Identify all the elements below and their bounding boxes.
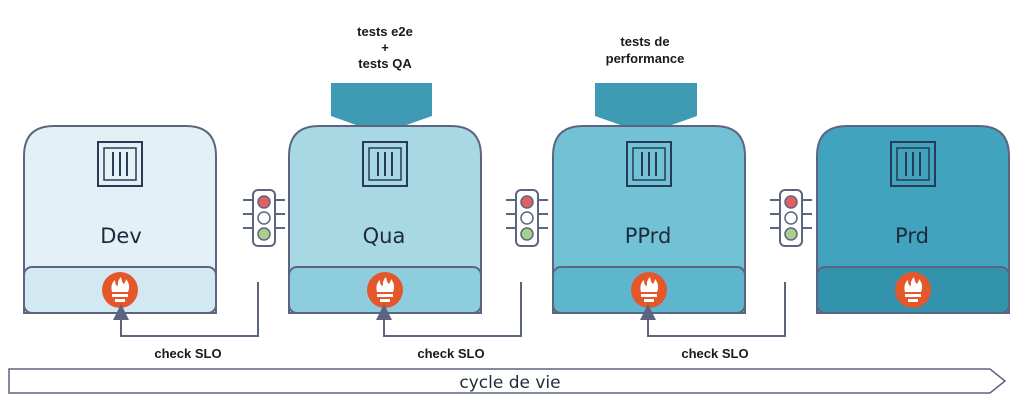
red-light xyxy=(784,195,798,209)
server-rack-icon xyxy=(97,141,143,187)
banner-arrow xyxy=(331,83,432,134)
env-name-prd: Prd xyxy=(895,224,929,248)
green-light xyxy=(520,227,534,241)
lifecycle-timeline-label: cycle de vie xyxy=(459,373,560,393)
banner-line-2: performance xyxy=(606,51,685,66)
prometheus-bar xyxy=(905,294,921,297)
check-slo-label: check SLO xyxy=(417,346,484,361)
amber-light xyxy=(257,211,271,225)
prometheus-bar xyxy=(380,299,390,302)
rack-inner xyxy=(368,147,402,181)
prometheus-icon xyxy=(367,272,403,308)
prometheus-flame xyxy=(111,277,130,292)
rack-inner xyxy=(103,147,137,181)
banner-arrow xyxy=(595,83,697,134)
server-rack-icon xyxy=(362,141,408,187)
amber-light xyxy=(520,211,534,225)
banner-line-2: + xyxy=(381,40,389,55)
prometheus-bar xyxy=(641,294,657,297)
prometheus-icon xyxy=(895,272,931,308)
check-slo-label: check SLO xyxy=(681,346,748,361)
banner-line-1: tests e2e xyxy=(357,24,413,39)
env-name-dev: Dev xyxy=(100,224,142,248)
prometheus-icon xyxy=(102,272,138,308)
test-banner-pprd: tests de performance xyxy=(595,34,697,134)
env-name-pprd: PPrd xyxy=(625,224,672,248)
rack-outer xyxy=(97,141,143,187)
prometheus-flame xyxy=(640,277,659,292)
banner-line-3: tests QA xyxy=(358,56,412,71)
check-slo-label: check SLO xyxy=(154,346,221,361)
green-light xyxy=(784,227,798,241)
server-rack-icon xyxy=(890,141,936,187)
rack-outer xyxy=(890,141,936,187)
prometheus-bar xyxy=(908,299,918,302)
rack-inner xyxy=(632,147,666,181)
server-rack-icon xyxy=(626,141,672,187)
prometheus-flame xyxy=(376,277,395,292)
prometheus-icon xyxy=(631,272,667,308)
slo-feedback-arrow xyxy=(113,282,259,337)
prometheus-flame xyxy=(904,277,923,292)
prometheus-bar xyxy=(644,299,654,302)
lifecycle-timeline-arrow xyxy=(8,368,1007,394)
traffic-light-icon xyxy=(506,189,548,247)
rack-inner xyxy=(896,147,930,181)
test-banner-qua: tests e2e + tests QA xyxy=(331,24,432,134)
env-prd xyxy=(816,125,1010,314)
amber-light xyxy=(784,211,798,225)
env-qua xyxy=(288,125,482,314)
env-name-qua: Qua xyxy=(363,224,406,248)
green-light xyxy=(257,227,271,241)
prometheus-bar xyxy=(112,294,128,297)
traffic-light-icon xyxy=(770,189,812,247)
env-dev xyxy=(23,125,217,314)
slo-feedback-arrow xyxy=(640,282,786,337)
red-light xyxy=(257,195,271,209)
slo-feedback-arrow xyxy=(376,282,522,337)
prometheus-bar xyxy=(115,299,125,302)
env-pprd xyxy=(552,125,746,314)
banner-line-1: tests de xyxy=(620,34,669,49)
red-light xyxy=(520,195,534,209)
prometheus-bar xyxy=(377,294,393,297)
traffic-light-icon xyxy=(243,189,285,247)
